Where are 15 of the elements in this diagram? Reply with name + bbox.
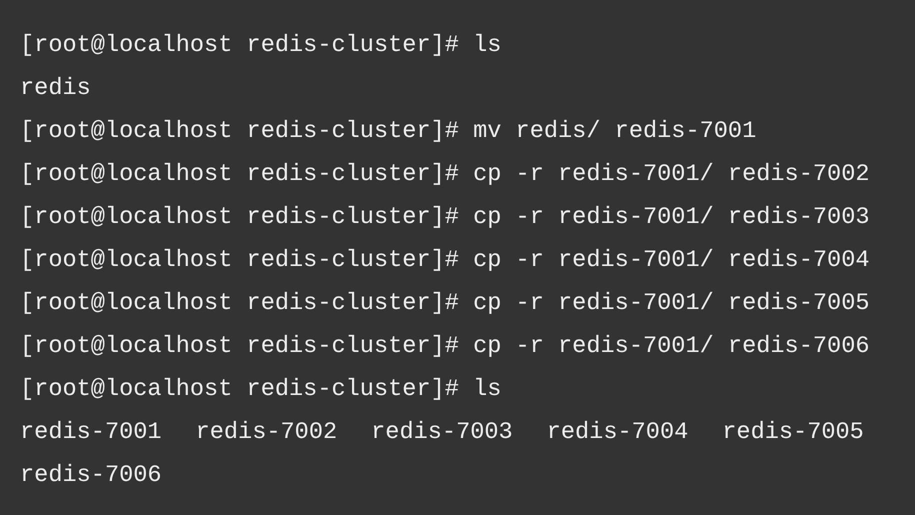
terminal-line: [root@localhost redis-cluster]# ls [20, 376, 502, 404]
terminal-line: [root@localhost redis-cluster]# cp -r redis-7001/ redis-7006 [20, 333, 870, 361]
terminal-line: [root@localhost redis-cluster]# cp -r redis-7001/ redis-7005 [20, 290, 870, 318]
terminal-line: redis-7006 [20, 462, 162, 490]
terminal-line: redis-7001 [20, 419, 162, 447]
terminal-line: [root@localhost redis-cluster]# cp -r redis-7001/ redis-7002 [20, 161, 870, 189]
terminal-line: [root@localhost redis-cluster]# cp -r redis-7001/ redis-7003 [20, 204, 870, 232]
terminal-line: redis-7002 [196, 419, 338, 447]
terminal-line: redis-7004 [546, 419, 688, 447]
terminal-line: redis-7003 [371, 419, 513, 447]
terminal-line: [root@localhost redis-cluster]# ls [20, 32, 502, 60]
terminal-line: [root@localhost redis-cluster]# mv redis/ redis-7001 [20, 118, 756, 146]
terminal-line: redis-7005 [722, 419, 864, 447]
terminal-line: [root@localhost redis-cluster]# cp -r redis-7001/ redis-7004 [20, 247, 870, 275]
terminal-line: redis [20, 75, 91, 103]
